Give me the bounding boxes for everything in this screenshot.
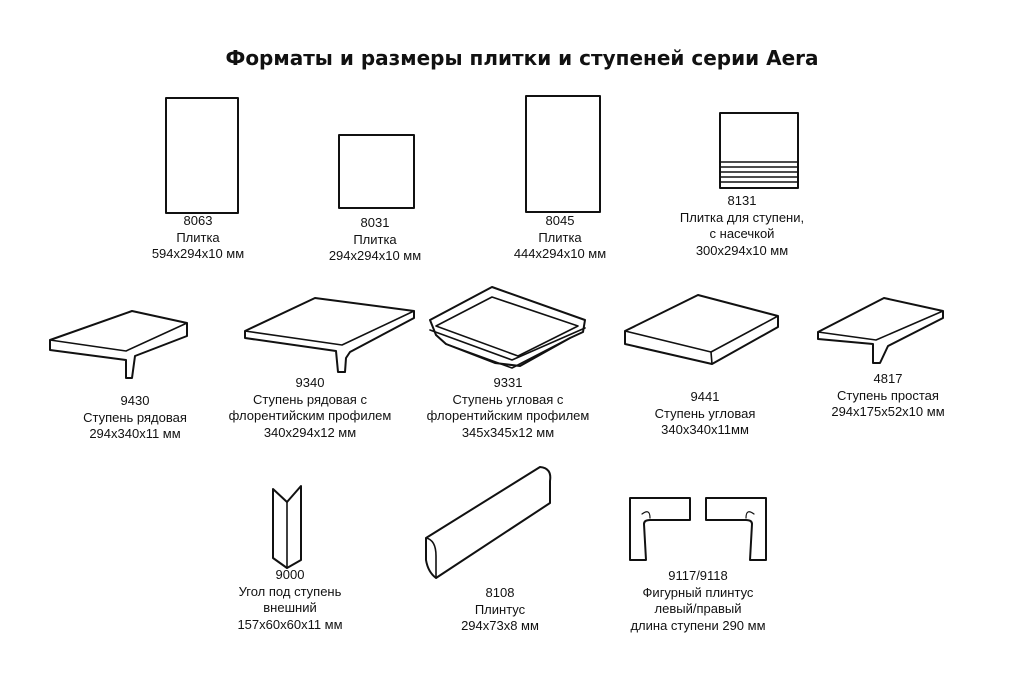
product-name-line2: флорентийским профилем [228, 408, 392, 423]
product-name-line2: с насечкой [709, 226, 775, 241]
product-size: 157x60x60x11 мм [237, 616, 343, 632]
product-name: Плитка [353, 231, 397, 247]
product-size: длина ступени 290 мм [630, 617, 766, 633]
product-name: Плитка для ступени, [679, 209, 805, 225]
product-name-line2: левый/правый [654, 601, 742, 616]
step-regular-icon [49, 310, 188, 379]
caption-8031: 8031 Плитка 294x294x10 мм [315, 215, 435, 265]
page-title: Форматы и размеры плитки и ступеней сери… [225, 46, 819, 70]
product-code: 4817 [873, 371, 903, 386]
product-size: 340x340x11мм [661, 422, 749, 437]
product-name: Фигурный плинтус [642, 584, 754, 600]
product-name: Плитка [538, 229, 582, 245]
product-code: 8031 [360, 215, 390, 230]
caption-9331: 9331 Ступень угловая с флорентийским про… [418, 375, 598, 441]
product-code: 9000 [275, 567, 305, 582]
product-size: 340x294x12 мм [263, 424, 357, 440]
product-size: 294x73x8 мм [461, 618, 539, 633]
product-size: 294x175x52x10 мм [831, 404, 945, 419]
caption-8045: 8045 Плитка 444x294x10 мм [500, 213, 620, 263]
step-corner-florentine-icon [429, 286, 586, 369]
product-name-line2: внешний [263, 600, 317, 615]
product-size: 294x340x11 мм [89, 426, 181, 441]
product-name: Угол под ступень [238, 583, 342, 599]
step-simple-icon [817, 297, 944, 364]
product-size: 444x294x10 мм [513, 246, 607, 261]
product-size: 594x294x10 мм [151, 246, 245, 261]
caption-8108: 8108 Плинтус 294x73x8 мм [440, 585, 560, 635]
product-name: Ступень угловая с [452, 391, 564, 407]
product-size: 300x294x10 мм [695, 242, 789, 258]
outer-corner-icon [272, 485, 302, 569]
caption-9340: 9340 Ступень рядовая с флорентийским про… [220, 375, 400, 441]
product-code: 9117/9118 [668, 568, 728, 583]
shaped-skirting-icon [629, 497, 767, 561]
caption-9117-9118: 9117/9118 Фигурный плинтус левый/правый … [618, 568, 778, 634]
product-code: 8108 [485, 585, 515, 600]
tile-8031-icon [338, 134, 415, 209]
product-code: 8063 [183, 213, 213, 228]
caption-9000: 9000 Угол под ступень внешний 157x60x60x… [220, 567, 360, 633]
product-name: Ступень угловая [654, 405, 756, 421]
caption-8063: 8063 Плитка 594x294x10 мм [138, 213, 258, 263]
product-size: 294x294x10 мм [328, 248, 422, 263]
product-name: Ступень простая [837, 387, 939, 403]
caption-4817: 4817 Ступень простая 294x175x52x10 мм [818, 371, 958, 421]
skirting-icon [425, 466, 552, 579]
tile-8063-icon [165, 97, 239, 214]
product-code: 9430 [120, 393, 150, 408]
caption-9441: 9441 Ступень угловая 340x340x11мм [640, 389, 770, 439]
product-code: 8131 [727, 193, 757, 208]
product-name: Плитка [176, 229, 220, 245]
product-code: 9340 [295, 375, 325, 390]
tile-8045-icon [525, 95, 601, 213]
step-florentine-icon [244, 297, 415, 373]
product-code: 8045 [545, 213, 575, 228]
caption-8131: 8131 Плитка для ступени, с насечкой 300x… [672, 193, 812, 259]
product-size: 345x345x12 мм [461, 424, 555, 440]
grooved-step-tile-icon [719, 112, 799, 189]
product-name: Ступень рядовая [83, 409, 187, 425]
product-name: Ступень рядовая с [253, 391, 367, 407]
step-corner-icon [624, 294, 779, 365]
product-name: Плинтус [474, 601, 526, 617]
product-code: 9441 [690, 389, 720, 404]
product-code: 9331 [493, 375, 523, 390]
caption-9430: 9430 Ступень рядовая 294x340x11 мм [70, 393, 200, 443]
product-name-line2: флорентийским профилем [426, 408, 590, 423]
